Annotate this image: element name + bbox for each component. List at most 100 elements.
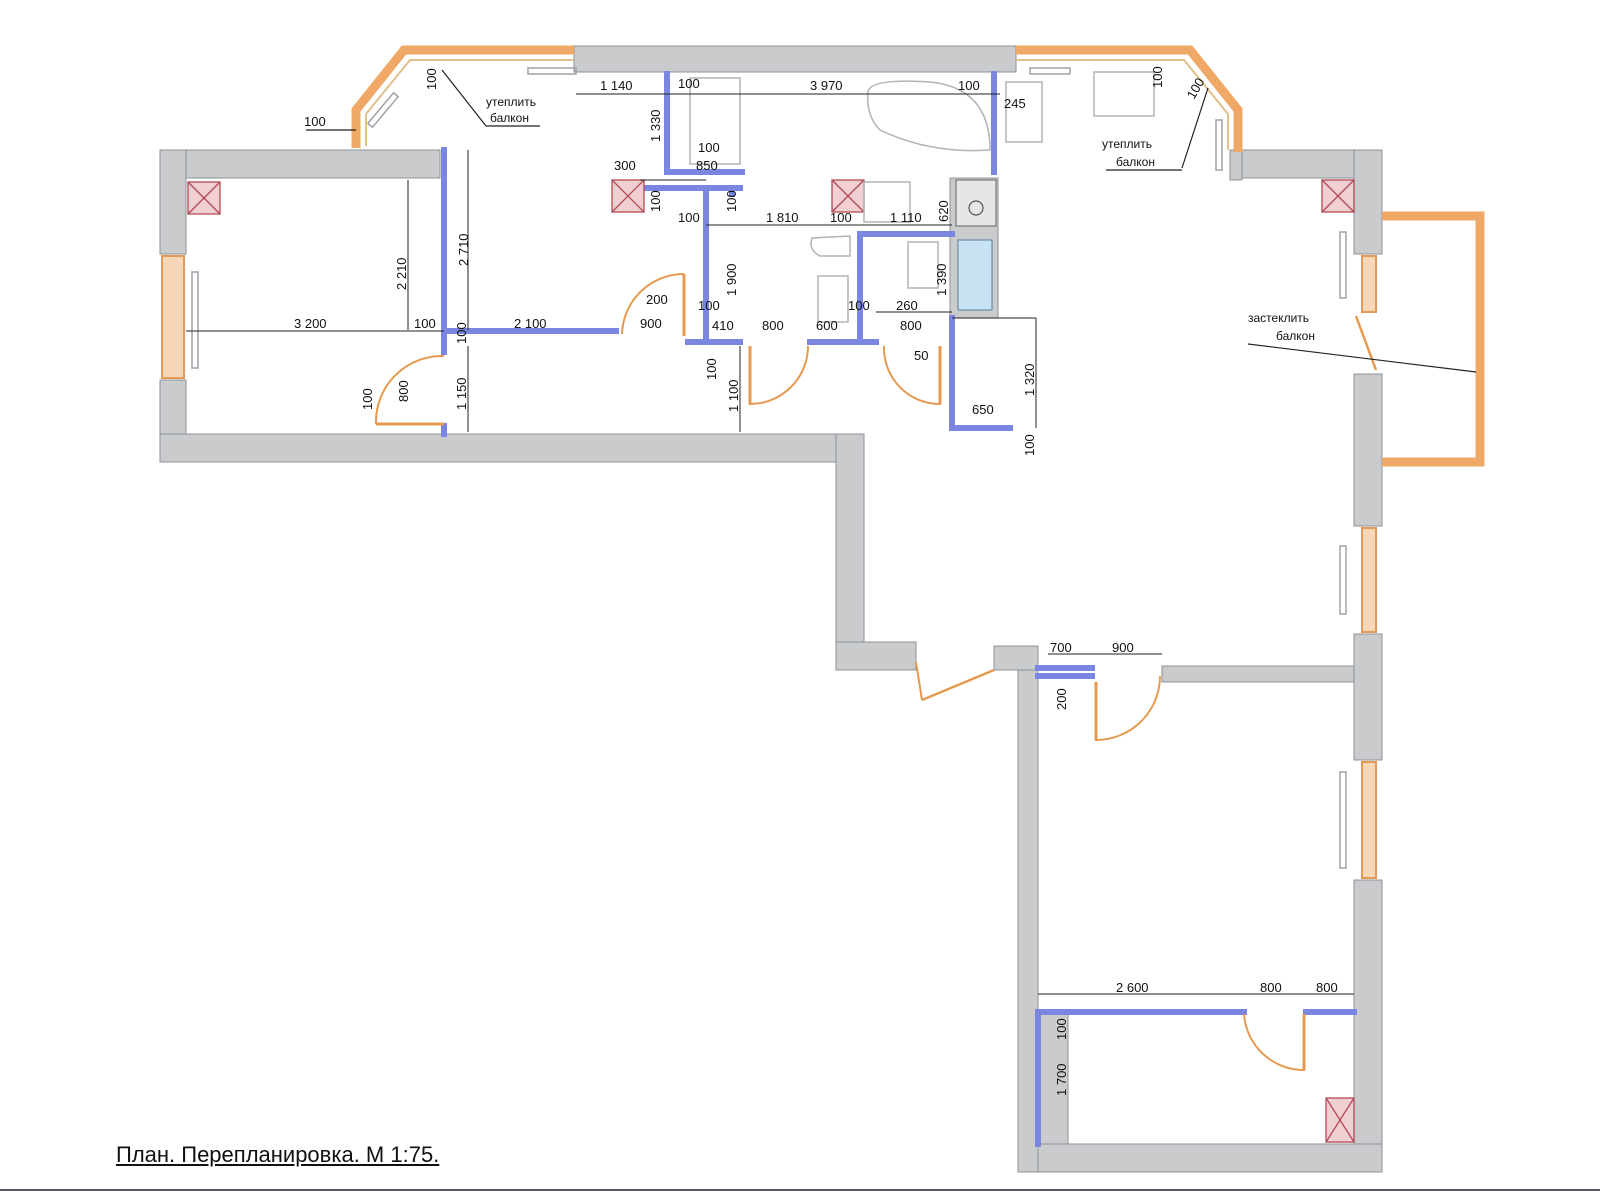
stove [955, 179, 997, 311]
balcony-left [351, 45, 574, 148]
door-closet [882, 345, 941, 406]
windows [161, 255, 1377, 879]
dim-label: 1 390 [934, 263, 949, 296]
dim-label: 100 [304, 114, 326, 129]
dim-label: 100 [698, 140, 720, 155]
dim-label: 100 [704, 358, 719, 380]
dim-label: 1 140 [600, 78, 633, 93]
dim-label: 100 [424, 68, 439, 90]
wall-small-room-left [1037, 1009, 1069, 1145]
dim-label: 100 [1054, 1018, 1069, 1040]
wall-right-upper [1353, 149, 1383, 255]
shower-tray [689, 77, 741, 165]
dim-label: 1 150 [454, 377, 469, 410]
wall-right-mid2 [1353, 633, 1383, 761]
wall-left-room-left-upper [159, 149, 187, 255]
wall-corridor-stub [835, 641, 917, 671]
dim-label: 1 320 [1022, 363, 1037, 396]
plan-caption: План. Перепланировка. М 1:75. [116, 1142, 440, 1167]
dim-label: 100 [1150, 66, 1165, 88]
leaders [306, 69, 1477, 373]
vent-shaft [1325, 1097, 1355, 1143]
washbasin-right [1005, 81, 1043, 143]
dim-label: 1 900 [724, 263, 739, 296]
dim-label: 2 710 [456, 233, 471, 266]
wall-bedroom-stub [993, 645, 1039, 671]
dim-label: 200 [646, 292, 668, 307]
dim-label: 300 [614, 158, 636, 173]
dim-label: 100 [1022, 434, 1037, 456]
dim-label: 100 [414, 316, 436, 331]
balcony-walls [351, 45, 1485, 467]
dim-label: 1 810 [766, 210, 799, 225]
dim-label: 1 110 [890, 210, 922, 225]
window-right-2 [1361, 527, 1377, 633]
dim-label: 100 [958, 78, 980, 93]
vent-shaft [611, 179, 645, 213]
dim-label: 900 [640, 316, 662, 331]
toilet-wc [810, 235, 851, 257]
note-insulate-left-2: балкон [490, 111, 529, 125]
dim-label: 1 100 [726, 379, 741, 412]
dim-label: 100 [454, 322, 469, 344]
bathtub [867, 80, 991, 152]
dim-label: 800 [900, 318, 922, 333]
window-left-room [161, 255, 185, 379]
window-right-3 [1361, 761, 1377, 879]
notes: утеплить балкон утеплить балкон застекли… [486, 95, 1315, 343]
dim-label: 3 200 [294, 316, 327, 331]
wall-left-room-top [159, 149, 441, 179]
wall-right-low [1353, 879, 1383, 1173]
door-small-room [1243, 1013, 1305, 1072]
vent-shaft [1321, 179, 1355, 213]
note-insulate-left-1: утеплить [486, 95, 536, 109]
dim-label: 410 [712, 318, 734, 333]
washbasin-balcony [1093, 71, 1155, 117]
balcony-inner-lines [365, 59, 1229, 150]
dim-label: 100 [1184, 75, 1208, 101]
dim-label: 260 [896, 298, 918, 313]
dim-label: 1 330 [648, 109, 663, 142]
wall-bottom-left [159, 433, 865, 463]
dim-label: 200 [1054, 688, 1069, 710]
door-entrance [921, 668, 995, 702]
dimension-labels: 1 140 100 3 970 100 245 100 100 850 300 … [294, 66, 1338, 1096]
dimension-lines [186, 93, 1354, 995]
dim-label: 800 [1260, 980, 1282, 995]
doors [374, 273, 1378, 1072]
dim-label: 650 [972, 402, 994, 417]
dim-label: 900 [1112, 640, 1134, 655]
door-left-room [374, 354, 445, 425]
dim-label: 100 [724, 190, 739, 212]
bottom-rule [0, 1189, 1600, 1191]
dim-label: 245 [1004, 96, 1026, 111]
wall-bathroom-top [573, 45, 1017, 73]
vent-shaft [831, 179, 865, 213]
dim-label: 100 [648, 190, 663, 212]
dim-label: 100 [678, 210, 700, 225]
window-right-1 [1361, 255, 1377, 313]
vent-shaft [187, 181, 221, 215]
dim-label: 600 [816, 318, 838, 333]
fixtures [689, 71, 1155, 323]
note-glaze-1: застеклить [1248, 311, 1309, 325]
dim-label: 100 [698, 298, 720, 313]
dim-label: 50 [914, 348, 928, 363]
dim-label: 100 [360, 388, 375, 410]
dim-label: 100 [848, 298, 870, 313]
wall-bedroom-top [1161, 665, 1355, 683]
wall-right-mid [1353, 373, 1383, 527]
dim-label: 2 210 [394, 257, 409, 290]
new-partitions [441, 71, 1357, 1147]
note-insulate-right-2: балкон [1116, 155, 1155, 169]
dim-label: 800 [396, 380, 411, 402]
dim-label: 100 [830, 210, 852, 225]
dim-label: 2 100 [514, 316, 547, 331]
balcony-door [1354, 315, 1378, 371]
wall-corridor-right [835, 433, 865, 671]
note-insulate-right-1: утеплить [1102, 137, 1152, 151]
dim-label: 100 [678, 76, 700, 91]
wall-bottom-right [1017, 1143, 1383, 1173]
door-hall [749, 345, 809, 406]
